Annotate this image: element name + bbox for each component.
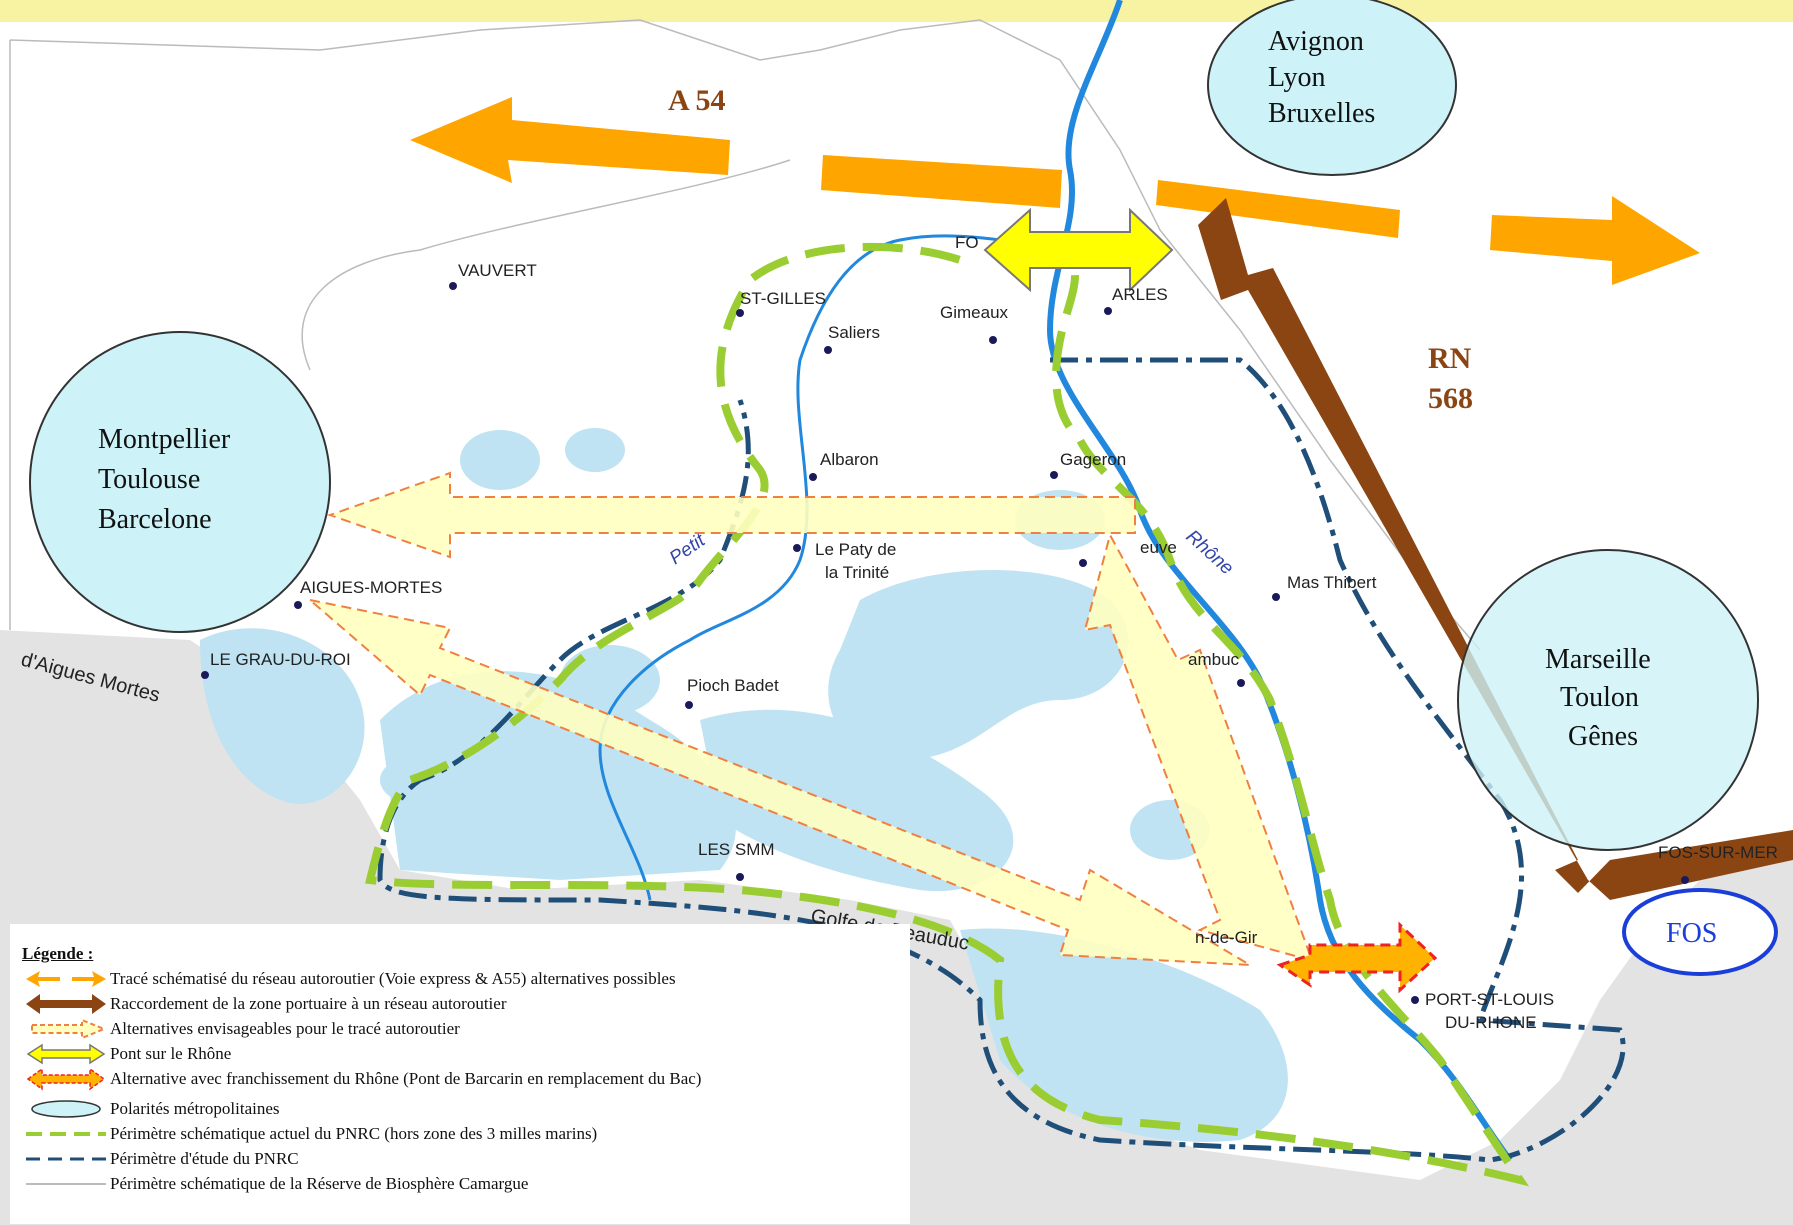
river-label-petit-rhone: Petit bbox=[666, 530, 710, 569]
pole-label-genes: Gênes bbox=[1568, 721, 1638, 752]
legend-barcarin-icon bbox=[26, 1067, 106, 1091]
barcarin-arrow bbox=[1276, 921, 1438, 994]
alt-route-west bbox=[326, 471, 1136, 559]
highway-arrow-west bbox=[410, 97, 730, 183]
pole-label-barcelone: Barcelone bbox=[98, 504, 212, 535]
wetlands bbox=[200, 428, 1288, 1142]
town-label-arles: ARLES bbox=[1112, 285, 1168, 304]
pole-marseille[interactable]: Marseille Toulon Gênes bbox=[1457, 549, 1759, 851]
legend-item-biosphere: Périmètre schématique de la Réserve de B… bbox=[22, 1171, 528, 1197]
town-label-salin: n-de-Gir bbox=[1195, 928, 1258, 947]
town-label-port-st-louis-line2: DU-RHONE bbox=[1445, 1013, 1537, 1032]
legend-item-highway: Tracé schématisé du réseau autoroutier (… bbox=[22, 966, 676, 992]
town-label-albaron: Albaron bbox=[820, 450, 879, 469]
town-label-grau-du-roi: LE GRAU-DU-ROI bbox=[210, 650, 351, 669]
town-label-paty-line2: la Trinité bbox=[825, 563, 889, 582]
pole-label-fos: FOS bbox=[1666, 918, 1717, 949]
legend-pnrc-study-icon bbox=[26, 1157, 106, 1161]
alt-route-north bbox=[1083, 532, 1311, 962]
town-label-saliers: Saliers bbox=[828, 323, 880, 342]
road-label-rn568-line1: RN bbox=[1428, 342, 1472, 375]
town-label-pioch-badet: Pioch Badet bbox=[687, 676, 779, 695]
pole-label-lyon: Lyon bbox=[1268, 62, 1326, 93]
pole-label-toulouse: Toulouse bbox=[98, 464, 200, 495]
town-label-gimeaux: Gimeaux bbox=[940, 303, 1009, 322]
legend-bridge-icon bbox=[26, 1043, 106, 1065]
legend-highway-icon bbox=[26, 971, 106, 987]
road-label-a54: A 54 bbox=[668, 84, 726, 117]
town-label-villeneuve: euve bbox=[1140, 538, 1177, 557]
road-label-rn568-line2: 568 bbox=[1428, 382, 1473, 415]
legend-item-poles: Polarités métropolitaines bbox=[22, 1096, 280, 1122]
town-label-st-gilles: ST-GILLES bbox=[740, 289, 826, 308]
legend-pole-icon bbox=[31, 1100, 101, 1118]
legend-title: Légende : bbox=[22, 944, 94, 963]
town-label-port-st-louis-line1: PORT-ST-LOUIS bbox=[1425, 990, 1554, 1009]
petit-rhone-river bbox=[598, 234, 1071, 901]
legend-item-alternatives: Alternatives envisageables pour le tracé… bbox=[22, 1016, 460, 1042]
rhone-river bbox=[1046, 0, 1513, 1162]
legend-item-barcarin: Alternative avec franchissement du Rhône… bbox=[22, 1066, 701, 1092]
legend-port-link-icon bbox=[26, 994, 106, 1014]
pole-label-bruxelles: Bruxelles bbox=[1268, 98, 1375, 129]
town-label-sambuc: ambuc bbox=[1188, 650, 1240, 669]
land-outline bbox=[9, 19, 1481, 651]
town-label-mas-thibert: Mas Thibert bbox=[1287, 573, 1377, 592]
legend-item-pnrc-study: Périmètre d'étude du PNRC bbox=[22, 1146, 299, 1172]
legend-alternative-icon bbox=[31, 1018, 107, 1040]
alternative-routes bbox=[306, 471, 1311, 966]
town-label-fourques: FO bbox=[955, 233, 979, 252]
pnrc-current-perimeter bbox=[365, 242, 1530, 1187]
pole-label-avignon: Avignon bbox=[1268, 26, 1364, 57]
alt-route-southwest bbox=[306, 598, 1251, 966]
town-dots bbox=[201, 282, 1689, 1004]
pole-montpellier[interactable]: Montpellier Toulouse Barcelone bbox=[29, 331, 331, 633]
pnrc-study-perimeter bbox=[377, 357, 1626, 1163]
pole-label-montpellier: Montpellier bbox=[98, 424, 231, 455]
legend-item-port-link: Raccordement de la zone portuaire à un r… bbox=[22, 991, 506, 1017]
highway-arrows bbox=[410, 97, 1700, 285]
highway-arrow-east bbox=[1490, 196, 1700, 285]
town-label-paty-line1: Le Paty de bbox=[815, 540, 896, 559]
pole-avignon[interactable]: Avignon Lyon Bruxelles bbox=[1207, 0, 1457, 176]
legend-item-pnrc-current: Périmètre schématique actuel du PNRC (ho… bbox=[22, 1121, 597, 1147]
pole-label-toulon: Toulon bbox=[1560, 682, 1639, 713]
bridge-arrow bbox=[983, 207, 1174, 293]
legend-item-bridge: Pont sur le Rhône bbox=[22, 1041, 231, 1067]
legend-biosphere-icon bbox=[26, 1183, 106, 1185]
town-label-gageron: Gageron bbox=[1060, 450, 1126, 469]
legend: Légende : Tracé schématisé du réseau aut… bbox=[10, 924, 910, 1224]
highway-segment-east bbox=[1156, 180, 1400, 238]
town-label-fos-sur-mer: FOS-SUR-MER bbox=[1658, 843, 1778, 862]
town-label-les-smm: LES SMM bbox=[698, 840, 775, 859]
river-label-rhone: Rhône bbox=[1182, 526, 1238, 579]
town-label-aigues-mortes: AIGUES-MORTES bbox=[300, 578, 442, 597]
pole-fos[interactable]: FOS bbox=[1622, 888, 1778, 976]
highway-segment-middle bbox=[821, 155, 1062, 208]
legend-pnrc-current-icon bbox=[26, 1132, 106, 1136]
pole-label-marseille: Marseille bbox=[1545, 644, 1651, 675]
town-label-vauvert: VAUVERT bbox=[458, 261, 537, 280]
